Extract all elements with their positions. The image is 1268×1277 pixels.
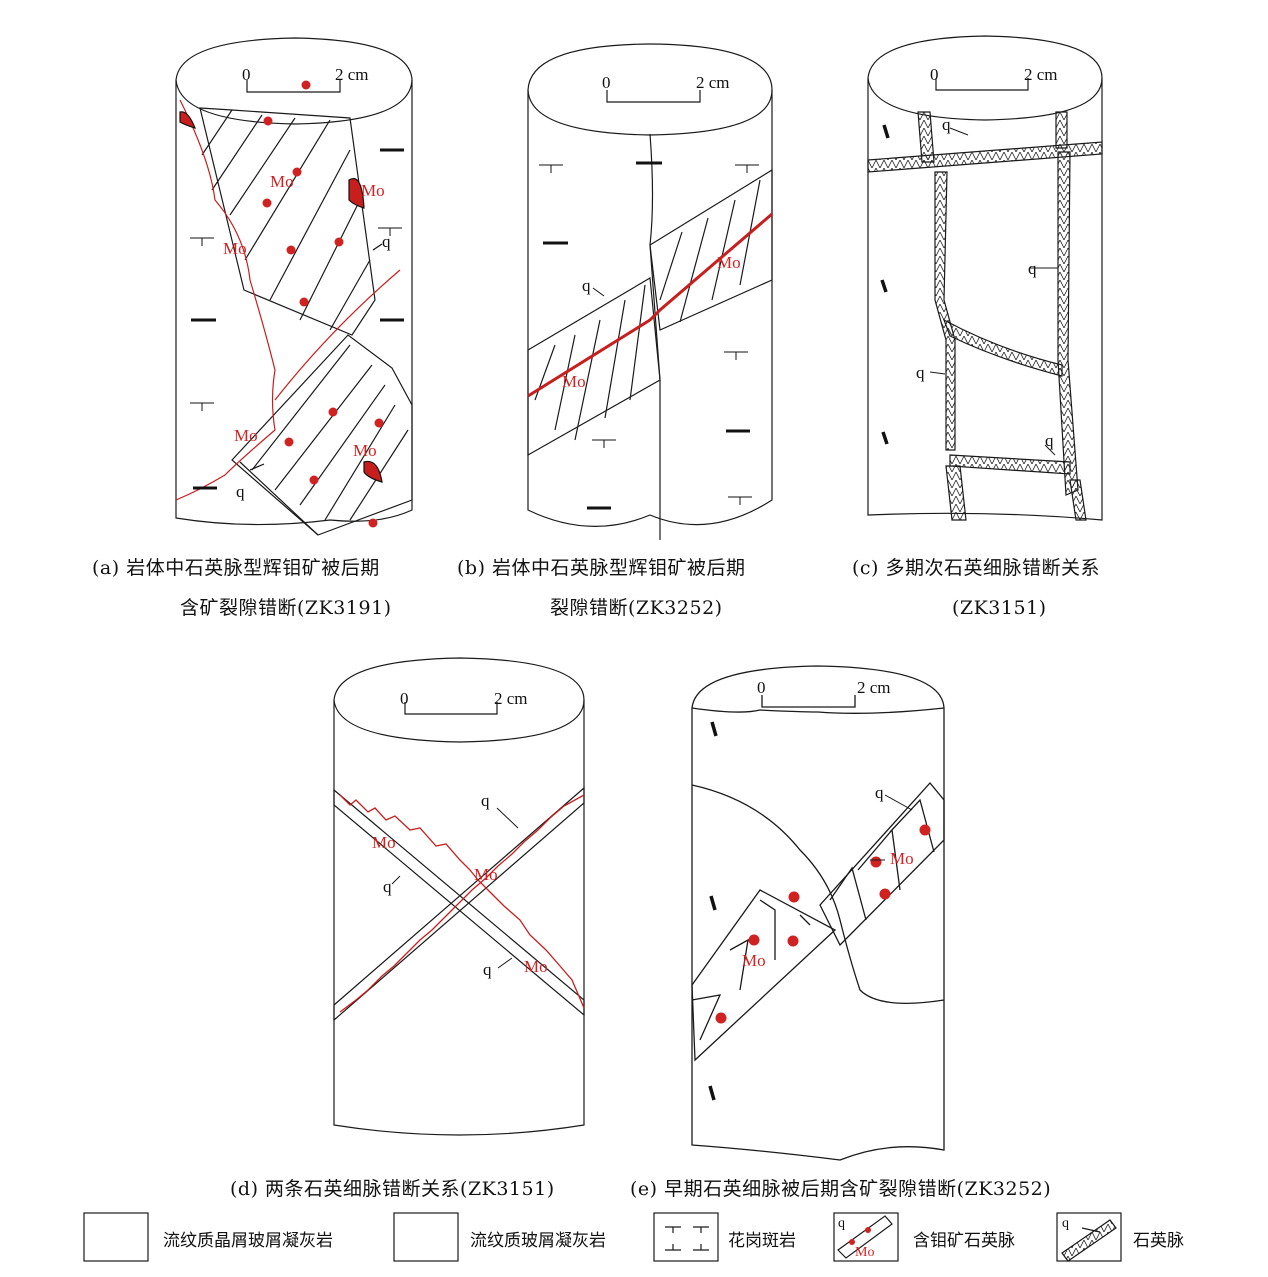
panel-b-vein-right bbox=[649, 168, 773, 331]
panel-d-vein-sw-ne bbox=[333, 786, 585, 1022]
legend-symbol-crystal-tuff bbox=[83, 1212, 149, 1262]
panel-d-mo-label-2: Mo bbox=[474, 865, 498, 884]
panel-b-q-label: q bbox=[582, 276, 591, 295]
panel-a-q-label-2: q bbox=[236, 482, 245, 501]
panel-a-caption-1: (a) 岩体中石英脉型辉钼矿被后期 bbox=[92, 557, 380, 579]
legend-label-mo-quartz-vein: 含钼矿石英脉 bbox=[913, 1231, 1015, 1251]
panel-e bbox=[691, 665, 945, 1161]
panel-d-q-label-2: q bbox=[383, 877, 392, 896]
legend-mo-label: Mo bbox=[855, 1245, 874, 1260]
panel-a-mo-label-1: Mo bbox=[270, 172, 294, 191]
panel-c bbox=[867, 35, 1103, 521]
panel-d bbox=[333, 657, 585, 1136]
panel-b-caption-1: (b) 岩体中石英脉型辉钼矿被后期 bbox=[457, 557, 746, 579]
panel-e-vein-lower bbox=[691, 889, 837, 1062]
panel-b-mo-label-2: Mo bbox=[562, 372, 586, 391]
panel-d-mo-label-1: Mo bbox=[372, 833, 396, 852]
panel-d-q-label-3: q bbox=[483, 960, 492, 979]
panel-b-scale-zero: 0 bbox=[602, 73, 611, 92]
panel-c-q-label-3: q bbox=[916, 363, 925, 382]
legend-label-granite-porphyry: 花岗斑岩 bbox=[728, 1231, 796, 1251]
panel-c-vein-left bbox=[934, 171, 956, 451]
panel-b-vein-left bbox=[527, 277, 661, 457]
panel-e-caption: (e) 早期石英细脉被后期含矿裂隙错断(ZK3252) bbox=[630, 1178, 1052, 1200]
panel-e-mo-label-1: Mo bbox=[890, 849, 914, 868]
legend-symbol-quartz-vein bbox=[1056, 1212, 1122, 1262]
panel-d-scale-bar bbox=[404, 702, 498, 715]
panel-d-scale-len: 2 cm bbox=[494, 689, 528, 708]
legend-symbol-glass-tuff bbox=[393, 1212, 459, 1262]
legend-label-glass-tuff: 流纹质玻屑凝灰岩 bbox=[470, 1231, 606, 1251]
panel-a-scale-len: 2 cm bbox=[335, 65, 369, 84]
panel-a-scale-bar bbox=[246, 80, 341, 93]
panel-e-q-label: q bbox=[875, 783, 884, 802]
panel-a-mo-label-4: Mo bbox=[234, 426, 258, 445]
legend-symbols bbox=[83, 1212, 1122, 1262]
panel-b-ore-line bbox=[527, 212, 773, 398]
panel-a-caption-2: 含矿裂隙错断(ZK3191) bbox=[180, 597, 392, 619]
panel-c-scale-zero: 0 bbox=[930, 65, 939, 84]
legend-q-label-2: q bbox=[1062, 1216, 1069, 1231]
panel-b-core-outline bbox=[527, 43, 773, 527]
panel-c-q-label-2: q bbox=[1028, 259, 1037, 278]
legend-label-crystal-tuff: 流纹质晶屑玻屑凝灰岩 bbox=[163, 1231, 333, 1251]
panel-e-fracture bbox=[691, 784, 945, 1004]
legend-symbol-mo-quartz-vein bbox=[833, 1212, 899, 1262]
panel-e-scale-len: 2 cm bbox=[857, 678, 891, 697]
panel-d-vein-nw-se bbox=[333, 788, 585, 1017]
panel-e-scale-zero: 0 bbox=[757, 678, 766, 697]
panel-d-caption: (d) 两条石英细脉错断关系(ZK3151) bbox=[230, 1178, 555, 1200]
panel-e-scale-bar bbox=[761, 695, 856, 708]
panel-a-mo-label-3: Mo bbox=[223, 239, 247, 258]
panel-c-caption-1: (c) 多期次石英细脉错断关系 bbox=[852, 557, 1101, 579]
legend-label-quartz-vein: 石英脉 bbox=[1133, 1231, 1184, 1251]
panel-b-mo-label-1: Mo bbox=[717, 253, 741, 272]
panel-a-scale-zero: 0 bbox=[242, 65, 251, 84]
panel-e-core-outline bbox=[691, 665, 945, 1161]
panel-b-caption-2: 裂隙错断(ZK3252) bbox=[550, 597, 723, 619]
panel-d-mo-label-3: Mo bbox=[524, 957, 548, 976]
panel-a-ore-fracture bbox=[175, 99, 276, 501]
legend-q-label-1: q bbox=[838, 1216, 845, 1231]
panel-a-mo-label-5: Mo bbox=[353, 441, 377, 460]
panel-b-scale-bar bbox=[606, 90, 701, 103]
panel-a-q-label: q bbox=[382, 232, 391, 251]
panel-c-caption-2: (ZK3151) bbox=[952, 597, 1047, 619]
panel-d-scale-zero: 0 bbox=[400, 689, 409, 708]
panel-c-q-label-4: q bbox=[1045, 431, 1054, 450]
panel-a-mo-label-2: Mo bbox=[361, 181, 385, 200]
panel-a bbox=[175, 37, 413, 536]
panel-c-scale-bar bbox=[935, 78, 1029, 91]
panel-c-q-label-1: q bbox=[942, 115, 951, 134]
panel-a-core-outline bbox=[175, 37, 413, 526]
panel-b bbox=[527, 43, 773, 540]
panel-c-scale-len: 2 cm bbox=[1024, 65, 1058, 84]
legend-symbol-granite-porphyry bbox=[653, 1212, 719, 1262]
panel-d-q-label-1: q bbox=[481, 791, 490, 810]
panel-e-vein-upper bbox=[819, 782, 945, 947]
panel-a-core-top bbox=[175, 79, 413, 125]
panel-e-mo-label-2: Mo bbox=[742, 951, 766, 970]
panel-b-scale-len: 2 cm bbox=[696, 73, 730, 92]
panel-c-vein-horizontal bbox=[867, 141, 1103, 173]
